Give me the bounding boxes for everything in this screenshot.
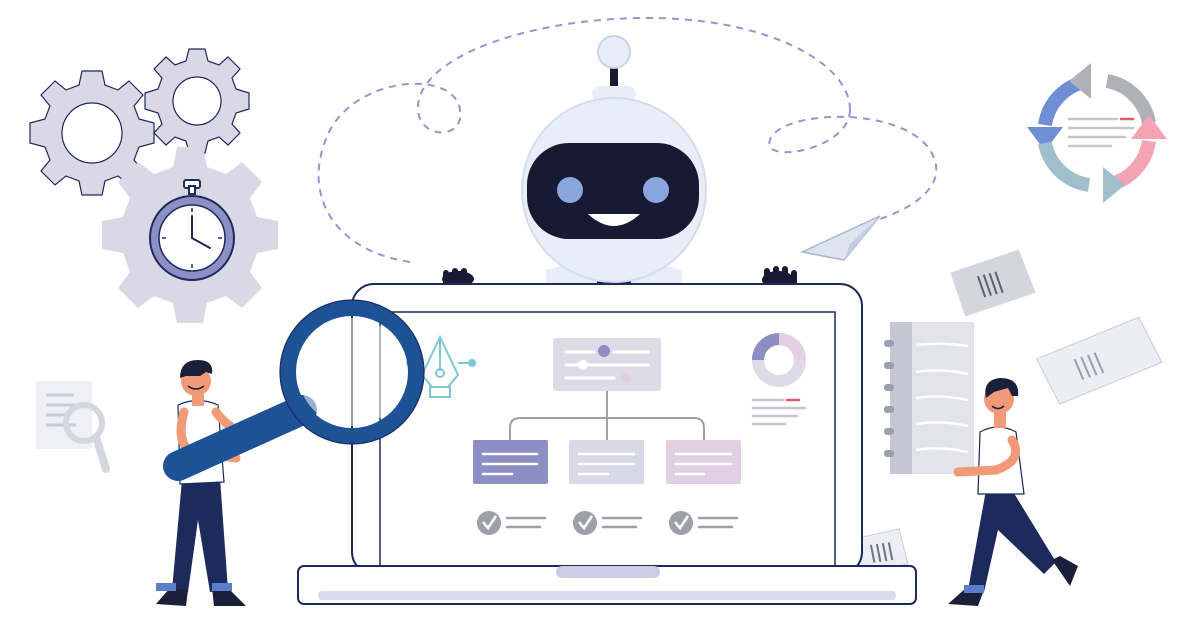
flow-node-right bbox=[666, 440, 741, 484]
check-icon bbox=[669, 511, 739, 535]
document-icon bbox=[950, 249, 1036, 317]
person-left bbox=[156, 360, 267, 606]
laptop-base-strip bbox=[318, 591, 896, 600]
robot-eye-right bbox=[643, 177, 669, 203]
dashed-path-right bbox=[768, 109, 938, 226]
check-icon bbox=[573, 511, 643, 535]
document-icon bbox=[849, 528, 909, 576]
document-icon bbox=[36, 381, 110, 473]
paper-plane-icon bbox=[799, 215, 881, 261]
cycle-text-lines bbox=[1067, 117, 1135, 148]
notebook-icon bbox=[884, 322, 974, 474]
gear-icon bbox=[144, 48, 250, 154]
flowchart-icon bbox=[473, 338, 741, 535]
donut-chart-icon bbox=[751, 333, 807, 426]
flow-node-left bbox=[473, 440, 548, 484]
robot-antenna-tip bbox=[597, 35, 631, 69]
gear-icon bbox=[29, 70, 155, 196]
robot-face-screen bbox=[527, 143, 699, 239]
robot-mouth bbox=[588, 214, 640, 226]
document-icon bbox=[1035, 316, 1163, 405]
robot-eye-left bbox=[557, 177, 583, 203]
robot-icon bbox=[442, 35, 797, 290]
dashed-path-left bbox=[317, 16, 851, 263]
person-right bbox=[948, 378, 1078, 606]
cycle-arrows-icon bbox=[1027, 63, 1167, 203]
magnifier-icon bbox=[163, 299, 425, 481]
gears-group bbox=[29, 48, 278, 323]
laptop-notch bbox=[556, 566, 660, 578]
check-icon bbox=[477, 511, 547, 535]
stopwatch-icon bbox=[149, 179, 235, 281]
flow-node-middle bbox=[569, 440, 644, 484]
